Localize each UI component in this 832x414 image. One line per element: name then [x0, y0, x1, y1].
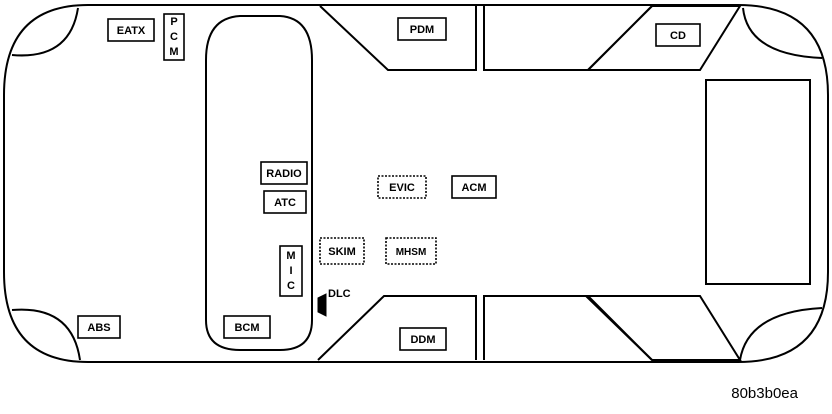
mic-letter-i: I: [289, 265, 292, 277]
module-mhsm: MHSM: [385, 237, 437, 265]
acm-label: ACM: [461, 182, 486, 194]
wheel-arch-front-left: [11, 7, 79, 57]
module-bcm: BCM: [223, 315, 271, 339]
figure-id: 80b3b0ea: [731, 385, 798, 402]
wheel-arch-rear-right: [739, 307, 823, 361]
module-evic: EVIC: [377, 175, 427, 199]
module-pcm: P C M: [163, 13, 185, 61]
rear-glass: [705, 79, 811, 285]
module-radio: RADIO: [260, 161, 308, 185]
module-acm: ACM: [451, 175, 497, 199]
door-front-bottom: [317, 295, 477, 361]
module-eatx: EATX: [107, 18, 155, 42]
evic-label: EVIC: [389, 182, 415, 194]
module-ddm: DDM: [399, 327, 447, 351]
rear-quarter-window-top: [585, 5, 742, 71]
ddm-label: DDM: [410, 334, 435, 346]
pcm-letter-c: C: [170, 31, 178, 43]
pdm-label: PDM: [410, 24, 434, 36]
cd-label: CD: [670, 30, 686, 42]
dlc-label: DLC: [328, 288, 351, 300]
module-pdm: PDM: [397, 17, 447, 41]
door-front-top: [319, 5, 477, 71]
wheel-arch-rear-left: [742, 7, 823, 59]
windshield: [205, 15, 313, 351]
module-mic: M I C: [279, 245, 303, 297]
abs-label: ABS: [87, 322, 110, 334]
pcm-letter-p: P: [170, 16, 177, 28]
mic-letter-c: C: [287, 280, 295, 292]
vehicle-outline: [3, 4, 829, 363]
module-cd: CD: [655, 23, 701, 47]
radio-label: RADIO: [266, 168, 302, 180]
pcm-letter-m: M: [169, 46, 178, 58]
eatx-label: EATX: [117, 25, 146, 37]
rear-quarter-window-bottom: [585, 295, 742, 361]
module-skim: SKIM: [319, 237, 365, 265]
module-abs: ABS: [77, 315, 121, 339]
bcm-label: BCM: [234, 322, 259, 334]
connector-dlc: DLC: [317, 288, 351, 317]
module-atc: ATC: [263, 190, 307, 214]
door-rear-top: [483, 5, 653, 71]
atc-label: ATC: [274, 197, 296, 209]
mic-letter-m: M: [286, 250, 295, 262]
skim-label: SKIM: [328, 246, 356, 258]
wheel-arch-front-right: [11, 308, 81, 361]
door-rear-bottom: [483, 295, 653, 361]
mhsm-label: MHSM: [396, 247, 427, 258]
